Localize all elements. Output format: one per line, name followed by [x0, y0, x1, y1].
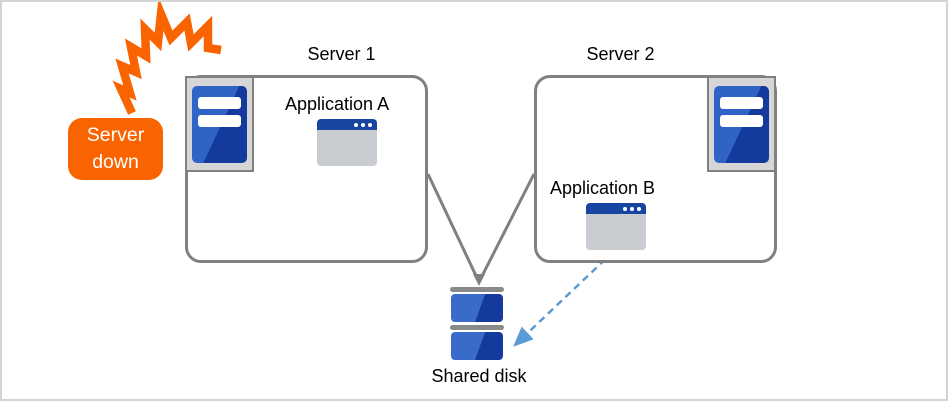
server1-tower-icon: [185, 76, 254, 172]
shared-disk-label: Shared disk: [431, 366, 527, 386]
crash-bolt-icon: [112, 2, 222, 115]
server-tower-glyph: [714, 86, 769, 163]
server-down-callout: Server down: [68, 118, 163, 180]
app-window-body: [317, 130, 377, 166]
server-tower-glyph: [192, 86, 247, 163]
server1-title: Server 1: [307, 44, 376, 64]
server1-disk-connector: [426, 173, 480, 281]
application-a-icon: [317, 119, 377, 166]
server-down-label: Server down: [86, 124, 145, 173]
application-b-label: Application B: [550, 178, 656, 198]
shared-disk-icon: [450, 287, 504, 360]
application-b-icon: [586, 203, 646, 250]
app-window-titlebar: [586, 203, 646, 214]
app-window-body: [586, 214, 646, 250]
app-b-disk-dashed-arrow: [513, 250, 615, 347]
app-window-titlebar: [317, 119, 377, 130]
server2-disk-connector: [478, 173, 536, 281]
connector-arrowhead-icon: [473, 274, 485, 286]
server2-title: Server 2: [586, 44, 655, 64]
server2-tower-icon: [707, 76, 776, 172]
application-a-label: Application A: [285, 94, 390, 114]
